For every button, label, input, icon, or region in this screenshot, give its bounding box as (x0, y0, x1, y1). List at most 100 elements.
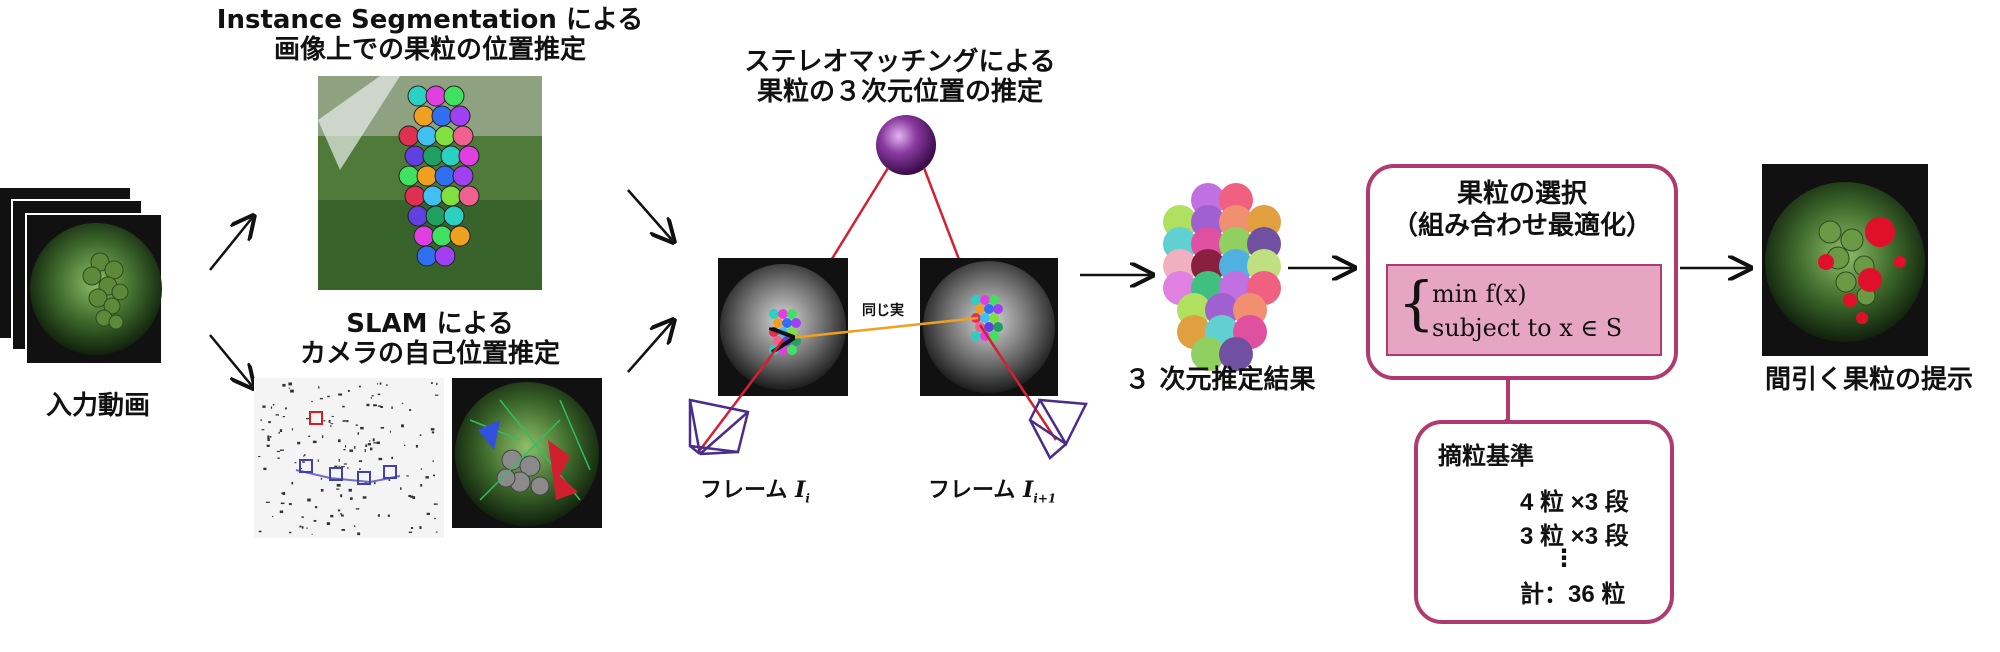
map-point (334, 466, 337, 468)
map-point (340, 494, 342, 497)
result-label: ３ 次元推定結果 (1100, 366, 1340, 395)
map-point (307, 499, 311, 502)
segmented-berry (450, 106, 470, 126)
frame-berry (980, 313, 990, 323)
frame-berry (769, 309, 779, 319)
stereo-matching (690, 115, 1086, 458)
segmented-berry (450, 226, 470, 246)
map-point (304, 454, 305, 456)
map-point (259, 531, 262, 532)
segmentation-title-line1: Instance Segmentation による (150, 6, 710, 35)
frame-berry (975, 304, 985, 314)
criteria-ellipsis: ⋮ (1552, 544, 1576, 573)
slam-point-map (254, 378, 444, 538)
map-point (431, 428, 435, 430)
map-point (377, 383, 378, 384)
segmented-berry (453, 166, 473, 186)
formula-constraint: subject to x ∈ S (1432, 314, 1622, 342)
slam-fisheye-view (452, 378, 602, 528)
map-point (330, 423, 333, 424)
map-point (290, 390, 294, 393)
map-point (369, 440, 370, 441)
map-point (280, 429, 282, 432)
map-point (338, 393, 342, 395)
map-point (330, 425, 331, 427)
map-point (363, 496, 367, 498)
map-point (312, 534, 313, 535)
map-point (378, 394, 380, 395)
map-point (373, 438, 375, 441)
map-point (373, 442, 377, 443)
map-point (350, 497, 353, 500)
segmented-berry (414, 106, 434, 126)
selection-title-line1: 果粒の選択 (1370, 180, 1674, 209)
map-point (266, 502, 270, 503)
map-point (320, 398, 323, 399)
arrow-input-to-seg (210, 218, 252, 270)
segmented-berry (408, 206, 428, 226)
frame-berry (989, 313, 999, 323)
frame-berry (769, 327, 779, 337)
map-point (318, 460, 319, 462)
map-point (391, 406, 392, 409)
selection-box: 果粒の選択 （組み合わせ最適化） { min f(x) subject to x… (1366, 164, 1678, 380)
map-point (341, 529, 345, 531)
map-point (436, 532, 438, 533)
map-point (360, 427, 363, 430)
criteria-title: 摘粒基準 (1438, 436, 1534, 471)
slam-title-line1: SLAM による (220, 310, 640, 339)
map-point (409, 532, 412, 533)
map-point (400, 487, 402, 489)
segmented-berry (423, 146, 443, 166)
map-point (359, 460, 362, 462)
map-point (391, 457, 393, 459)
map-point (359, 386, 361, 388)
left-frame-berries (769, 309, 801, 355)
segmentation-photo (318, 76, 542, 290)
map-point (321, 489, 324, 492)
map-point (354, 525, 355, 527)
map-point (279, 432, 280, 434)
segmented-berry (414, 226, 434, 246)
map-point (314, 520, 317, 522)
segmented-berry (417, 126, 437, 146)
segmented-berry (417, 246, 437, 266)
map-point (262, 429, 265, 430)
segmented-berry (426, 206, 446, 226)
map-point (272, 516, 273, 517)
map-point (292, 428, 293, 430)
segmented-berry (435, 166, 455, 186)
frame-berry (984, 322, 994, 332)
map-point (303, 455, 304, 456)
map-point (420, 484, 422, 486)
frame-berry (791, 318, 801, 328)
map-point (340, 513, 342, 514)
optimization-formula: { min f(x) subject to x ∈ S (1386, 264, 1662, 356)
segmentation-title-line2: 画像上での果粒の位置推定 (150, 36, 710, 65)
map-point (336, 489, 339, 490)
map-point (410, 496, 413, 498)
frame-berry (787, 345, 797, 355)
map-point (301, 516, 303, 517)
map-point (365, 449, 366, 452)
map-point (344, 463, 347, 464)
map-point (342, 406, 344, 408)
map-point (431, 382, 433, 384)
segmented-berry (423, 186, 443, 206)
segmented-berry (432, 106, 452, 126)
map-point (277, 451, 280, 452)
map-point (358, 432, 359, 435)
camera-right-icon (1030, 400, 1086, 458)
map-point (281, 503, 285, 505)
segmented-berry (441, 186, 461, 206)
frame-left-label: フレーム Ii (700, 472, 810, 505)
map-point (370, 448, 372, 451)
map-point (330, 515, 333, 517)
map-point (338, 439, 341, 442)
match-label: 同じ実 (862, 300, 904, 320)
map-point (307, 527, 308, 529)
frame-berry (989, 295, 999, 305)
map-point (294, 462, 296, 463)
map-point (359, 468, 360, 470)
map-point (420, 434, 422, 435)
